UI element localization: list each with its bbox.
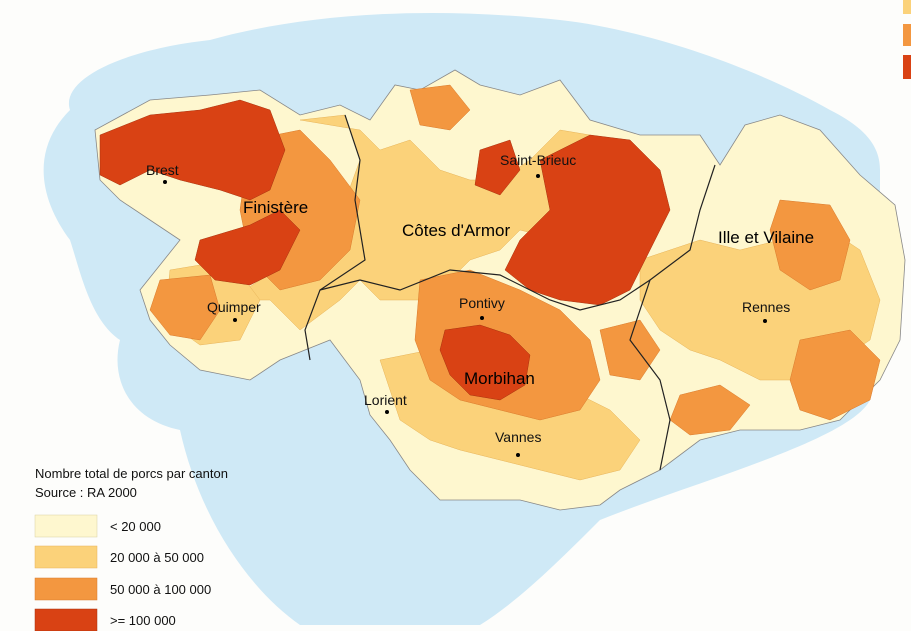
dept-label-finistere: Finistère — [243, 198, 308, 217]
legend-swatch-class1 — [34, 514, 98, 538]
city-dot-saint-brieuc — [536, 174, 540, 178]
dept-label-cotes-d-armor: Côtes d'Armor — [402, 221, 510, 240]
zone-class3-g — [409, 84, 471, 131]
city-label-brest: Brest — [146, 162, 179, 178]
dept-label-morbihan: Morbihan — [464, 369, 535, 388]
dept-label-ille-et-vilaine: Ille et Vilaine — [718, 228, 814, 247]
legend-label-class2: 20 000 à 50 000 — [110, 550, 204, 565]
corner-swatch-class4 — [903, 55, 911, 79]
city-label-vannes: Vannes — [495, 429, 541, 445]
city-label-quimper: Quimper — [207, 299, 261, 315]
zone-class4-morbihan-center — [439, 324, 531, 401]
city-label-pontivy: Pontivy — [459, 295, 505, 311]
city-dot-pontivy — [480, 316, 484, 320]
zone-class3-d — [789, 329, 881, 421]
zone-class4-leon — [99, 99, 286, 201]
legend-label-class3: 50 000 à 100 000 — [110, 582, 211, 597]
legend-source: Source : RA 2000 — [35, 485, 137, 500]
legend-swatch-class4 — [34, 608, 98, 631]
border-cotes-morbihan — [319, 269, 651, 311]
legend-label-class4: >= 100 000 — [110, 613, 176, 628]
city-dot-brest — [163, 180, 167, 184]
city-dot-vannes — [516, 453, 520, 457]
zone-class3-h — [599, 319, 661, 381]
city-label-rennes: Rennes — [742, 299, 790, 315]
corner-swatch-class3 — [903, 24, 911, 46]
zone-class4-saint-brieuc — [474, 139, 521, 196]
legend: Nombre total de porcs par canton Source … — [34, 466, 228, 631]
zone-class4-finistere-center — [194, 209, 301, 286]
city-label-saint-brieuc: Saint-Brieuc — [500, 152, 576, 168]
border-finistere-cotes — [304, 114, 366, 361]
city-dot-quimper — [233, 318, 237, 322]
city-dot-lorient — [385, 410, 389, 414]
legend-title: Nombre total de porcs par canton — [35, 466, 228, 481]
zone-class3-c — [769, 199, 851, 291]
legend-swatch-class2 — [34, 545, 98, 569]
city-label-lorient: Lorient — [364, 392, 407, 408]
border-ille-et-vilaine — [629, 164, 716, 471]
legend-swatch-class3 — [34, 577, 98, 601]
city-dot-rennes — [763, 319, 767, 323]
legend-label-class1: < 20 000 — [110, 519, 161, 534]
corner-swatch-class2 — [903, 0, 911, 14]
